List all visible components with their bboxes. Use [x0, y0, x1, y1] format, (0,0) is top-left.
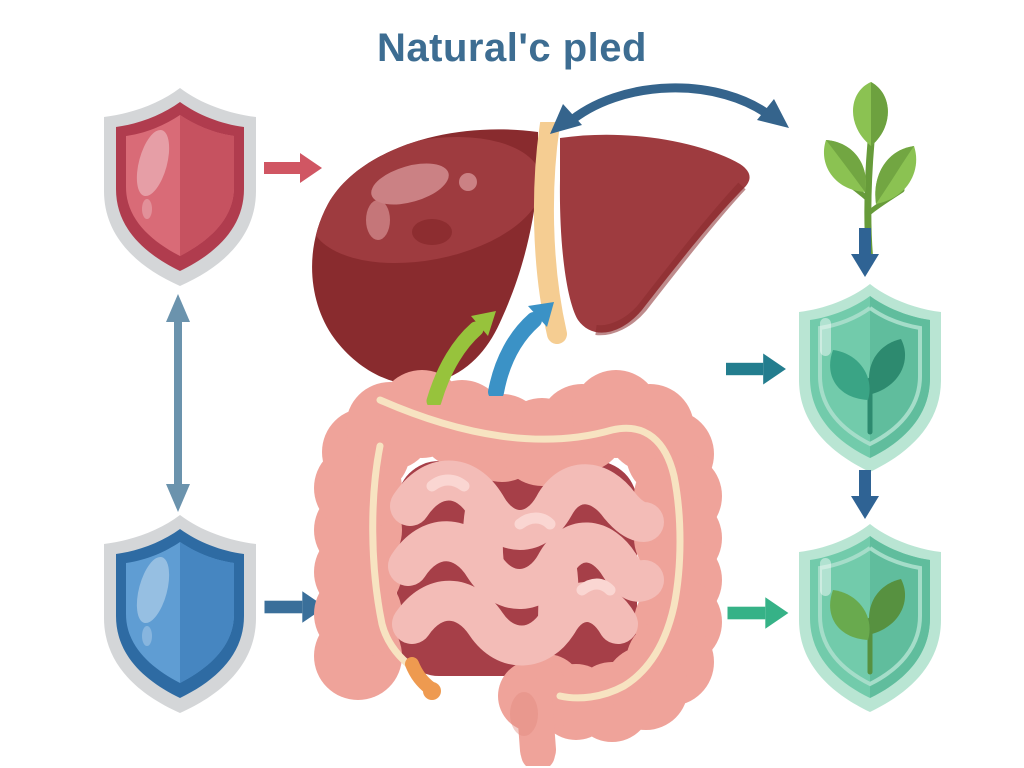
arrow-right-red-icon: [264, 148, 324, 188]
red-shield-icon: [95, 85, 265, 290]
green-shield-leaf-icon: [790, 522, 950, 714]
arrow-double-curved-icon: [545, 64, 795, 136]
blue-shield-icon: [95, 512, 265, 717]
arrow-down-icon: [845, 228, 885, 278]
arrow-curved-up-lime-icon: [420, 305, 510, 405]
diagram-title: Natural'c pled: [377, 26, 647, 70]
sprout-icon: [830, 339, 906, 435]
green-shield-leaf-icon: [790, 282, 950, 474]
plant-icon: [810, 80, 930, 265]
intestines-illustration: [302, 366, 732, 766]
sprout-icon: [830, 579, 906, 675]
arrow-down-icon: [845, 470, 885, 520]
arrow-right-blue-icon: [264, 586, 328, 628]
arrow-curved-up-sky-icon: [482, 296, 572, 396]
arrow-right-teal-icon: [726, 348, 788, 390]
arrow-double-vertical-icon: [160, 292, 196, 514]
arrow-right-emerald-icon: [726, 592, 792, 634]
